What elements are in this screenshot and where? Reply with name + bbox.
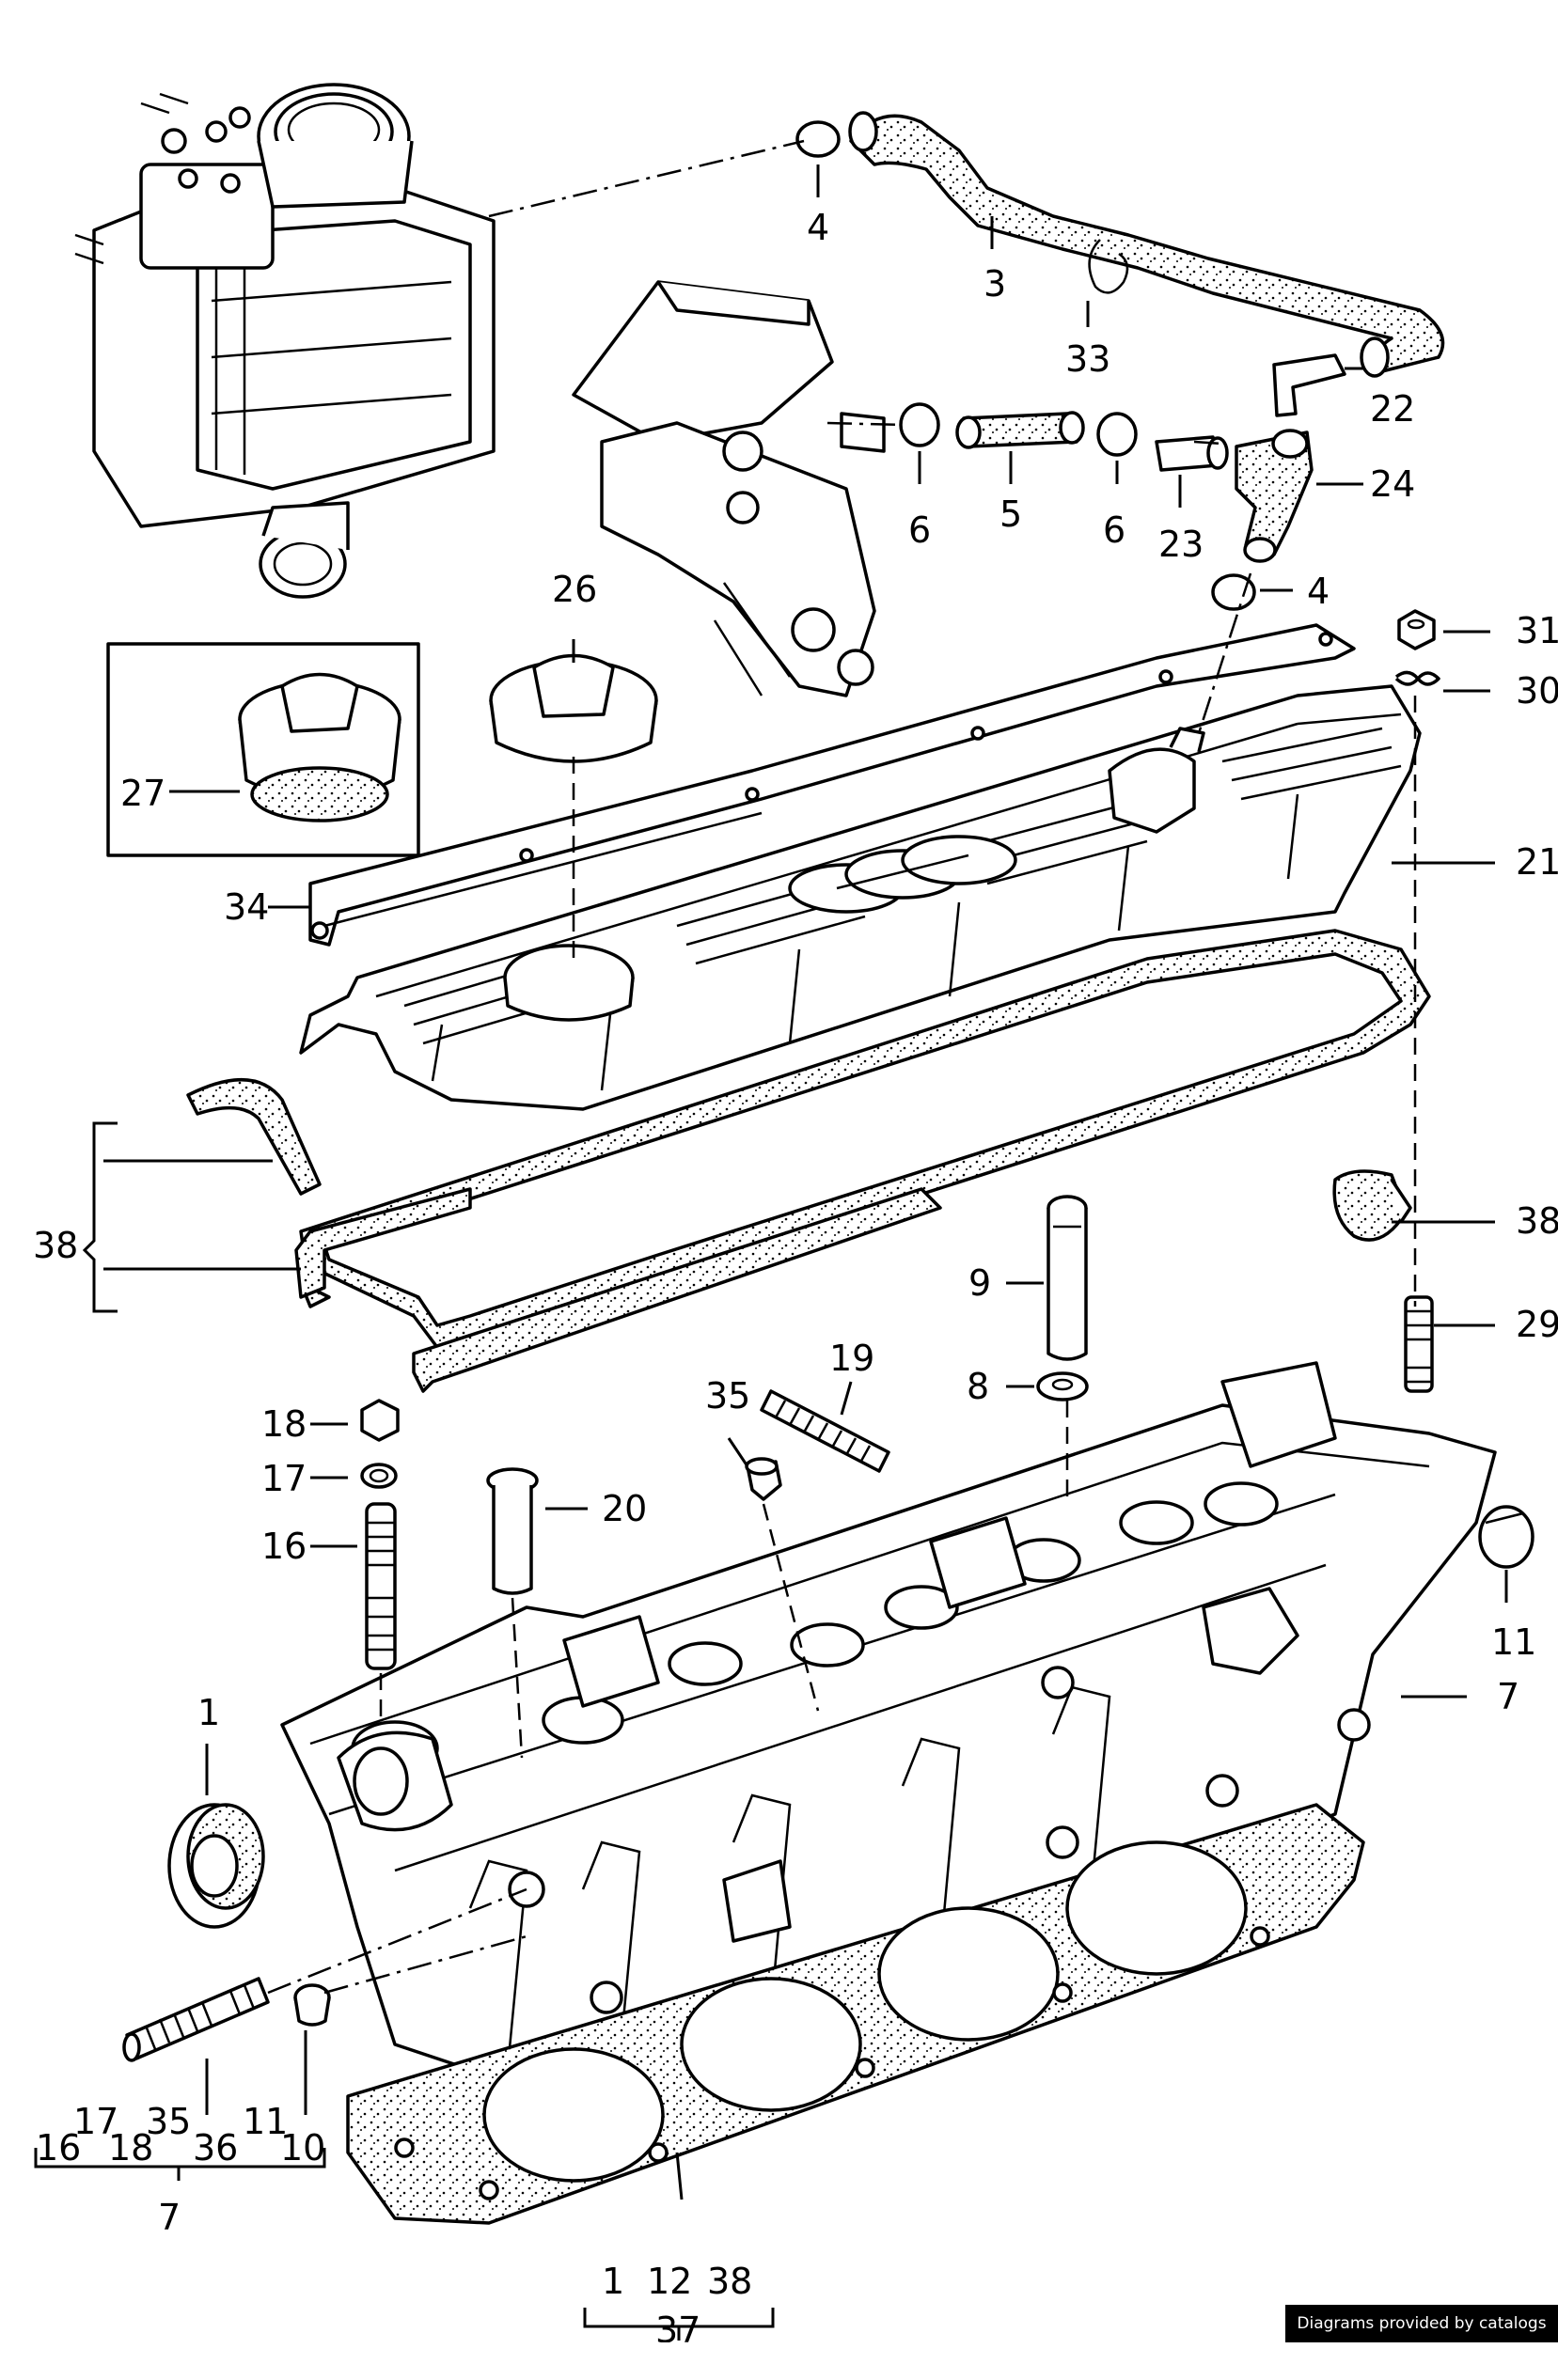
group-37-total: 37 [655,2310,700,2342]
group-7-item: 35 [146,2101,191,2142]
callout-19: 19 [829,1338,874,1379]
group-7-item: 18 [108,2127,153,2169]
stud-29 [1404,1295,1434,1393]
callout-23: 23 [1158,524,1204,565]
oil-seal-1 [167,1803,265,1929]
callout-6: 6 [908,509,931,551]
group-37-item: 1 [602,2261,624,2302]
callout-30: 30 [1516,670,1558,712]
group-7-item: 11 [243,2101,288,2142]
cylinder-head-7 [280,1361,1497,2084]
group-7-total: 7 [158,2197,181,2238]
callout-7: 7 [1497,1676,1519,1717]
plug-10 [293,1983,331,2027]
assembly-lines [267,139,1417,1995]
plug-35 [745,1457,782,1501]
timing-seal-38 [186,1077,472,1299]
stud-36 [122,1977,270,2062]
washer-17 [360,1463,398,1489]
callout-labels: 4 3 33 22 24 6 5 6 23 4 26 27 31 30 34 2… [33,207,1558,1733]
group-7-item: 16 [36,2127,81,2169]
stud-19 [760,1389,890,1473]
valve-cover-gasket-34 [308,623,1356,947]
hose-24 [1235,429,1314,563]
callout-34: 34 [224,886,269,928]
valve-cover-21 [299,684,1422,1111]
callout-33: 33 [1065,338,1110,380]
clip-33 [1088,239,1129,294]
callout-4: 4 [807,207,829,248]
oil-cap-27-detail [106,642,420,857]
connector-22 [1272,353,1346,417]
stud-16 [365,1502,397,1670]
callout-8: 8 [967,1366,989,1407]
nut-18 [360,1399,400,1442]
leader-lines [34,164,1508,2341]
callout-38: 38 [1516,1200,1558,1242]
group-37-item: 12 [647,2261,692,2302]
callout-9: 9 [968,1262,991,1304]
callout-21: 21 [1516,841,1558,883]
callout-6: 6 [1103,509,1125,551]
group-37-legend: 1 12 38 37 [602,2261,752,2342]
callout-22: 22 [1370,388,1415,430]
group-7-item: 17 [73,2101,118,2142]
callout-3: 3 [984,263,1006,305]
callout-17: 17 [261,1458,307,1499]
intake-bracket [572,280,886,697]
callout-24: 24 [1370,463,1415,505]
callout-29: 29 [1516,1304,1558,1345]
group-7-legend: 17 35 11 16 18 36 10 7 [36,2101,325,2238]
callout-27: 27 [120,773,165,814]
callout-26: 26 [552,569,597,610]
callout-35: 35 [705,1375,750,1417]
group-7-item: 10 [280,2127,325,2169]
callout-11: 11 [1491,1621,1536,1663]
callout-1: 1 [197,1692,220,1733]
hose-5 [955,411,1085,449]
plug-11-right [1478,1505,1534,1569]
callout-18: 18 [261,1403,307,1445]
callout-16: 16 [261,1526,307,1567]
washer-30 [1394,670,1440,686]
washer-8 [1036,1371,1089,1401]
air-cleaner-assembly [74,83,496,599]
callout-31: 31 [1516,610,1558,651]
breather-hose-3 [848,111,1445,378]
nut-31 [1397,609,1436,650]
oil-cap-26 [489,653,658,763]
callout-5: 5 [999,493,1022,535]
callout-4: 4 [1307,571,1330,612]
credit-banner: Diagrams provided by catalogs parts [1285,2305,1558,2371]
head-gasket [346,1803,1365,2225]
plug-38-right [1332,1169,1412,1242]
group-7-item: 36 [193,2127,238,2169]
hose-clamps [795,120,1256,611]
connector-23 [1155,435,1229,472]
callout-20: 20 [602,1488,647,1529]
group-37-item: 38 [707,2261,752,2302]
lower-gasket [299,929,1431,1393]
valve-guide-20 [486,1467,539,1595]
callout-38: 38 [33,1225,78,1266]
bolt-9 [1047,1195,1088,1361]
